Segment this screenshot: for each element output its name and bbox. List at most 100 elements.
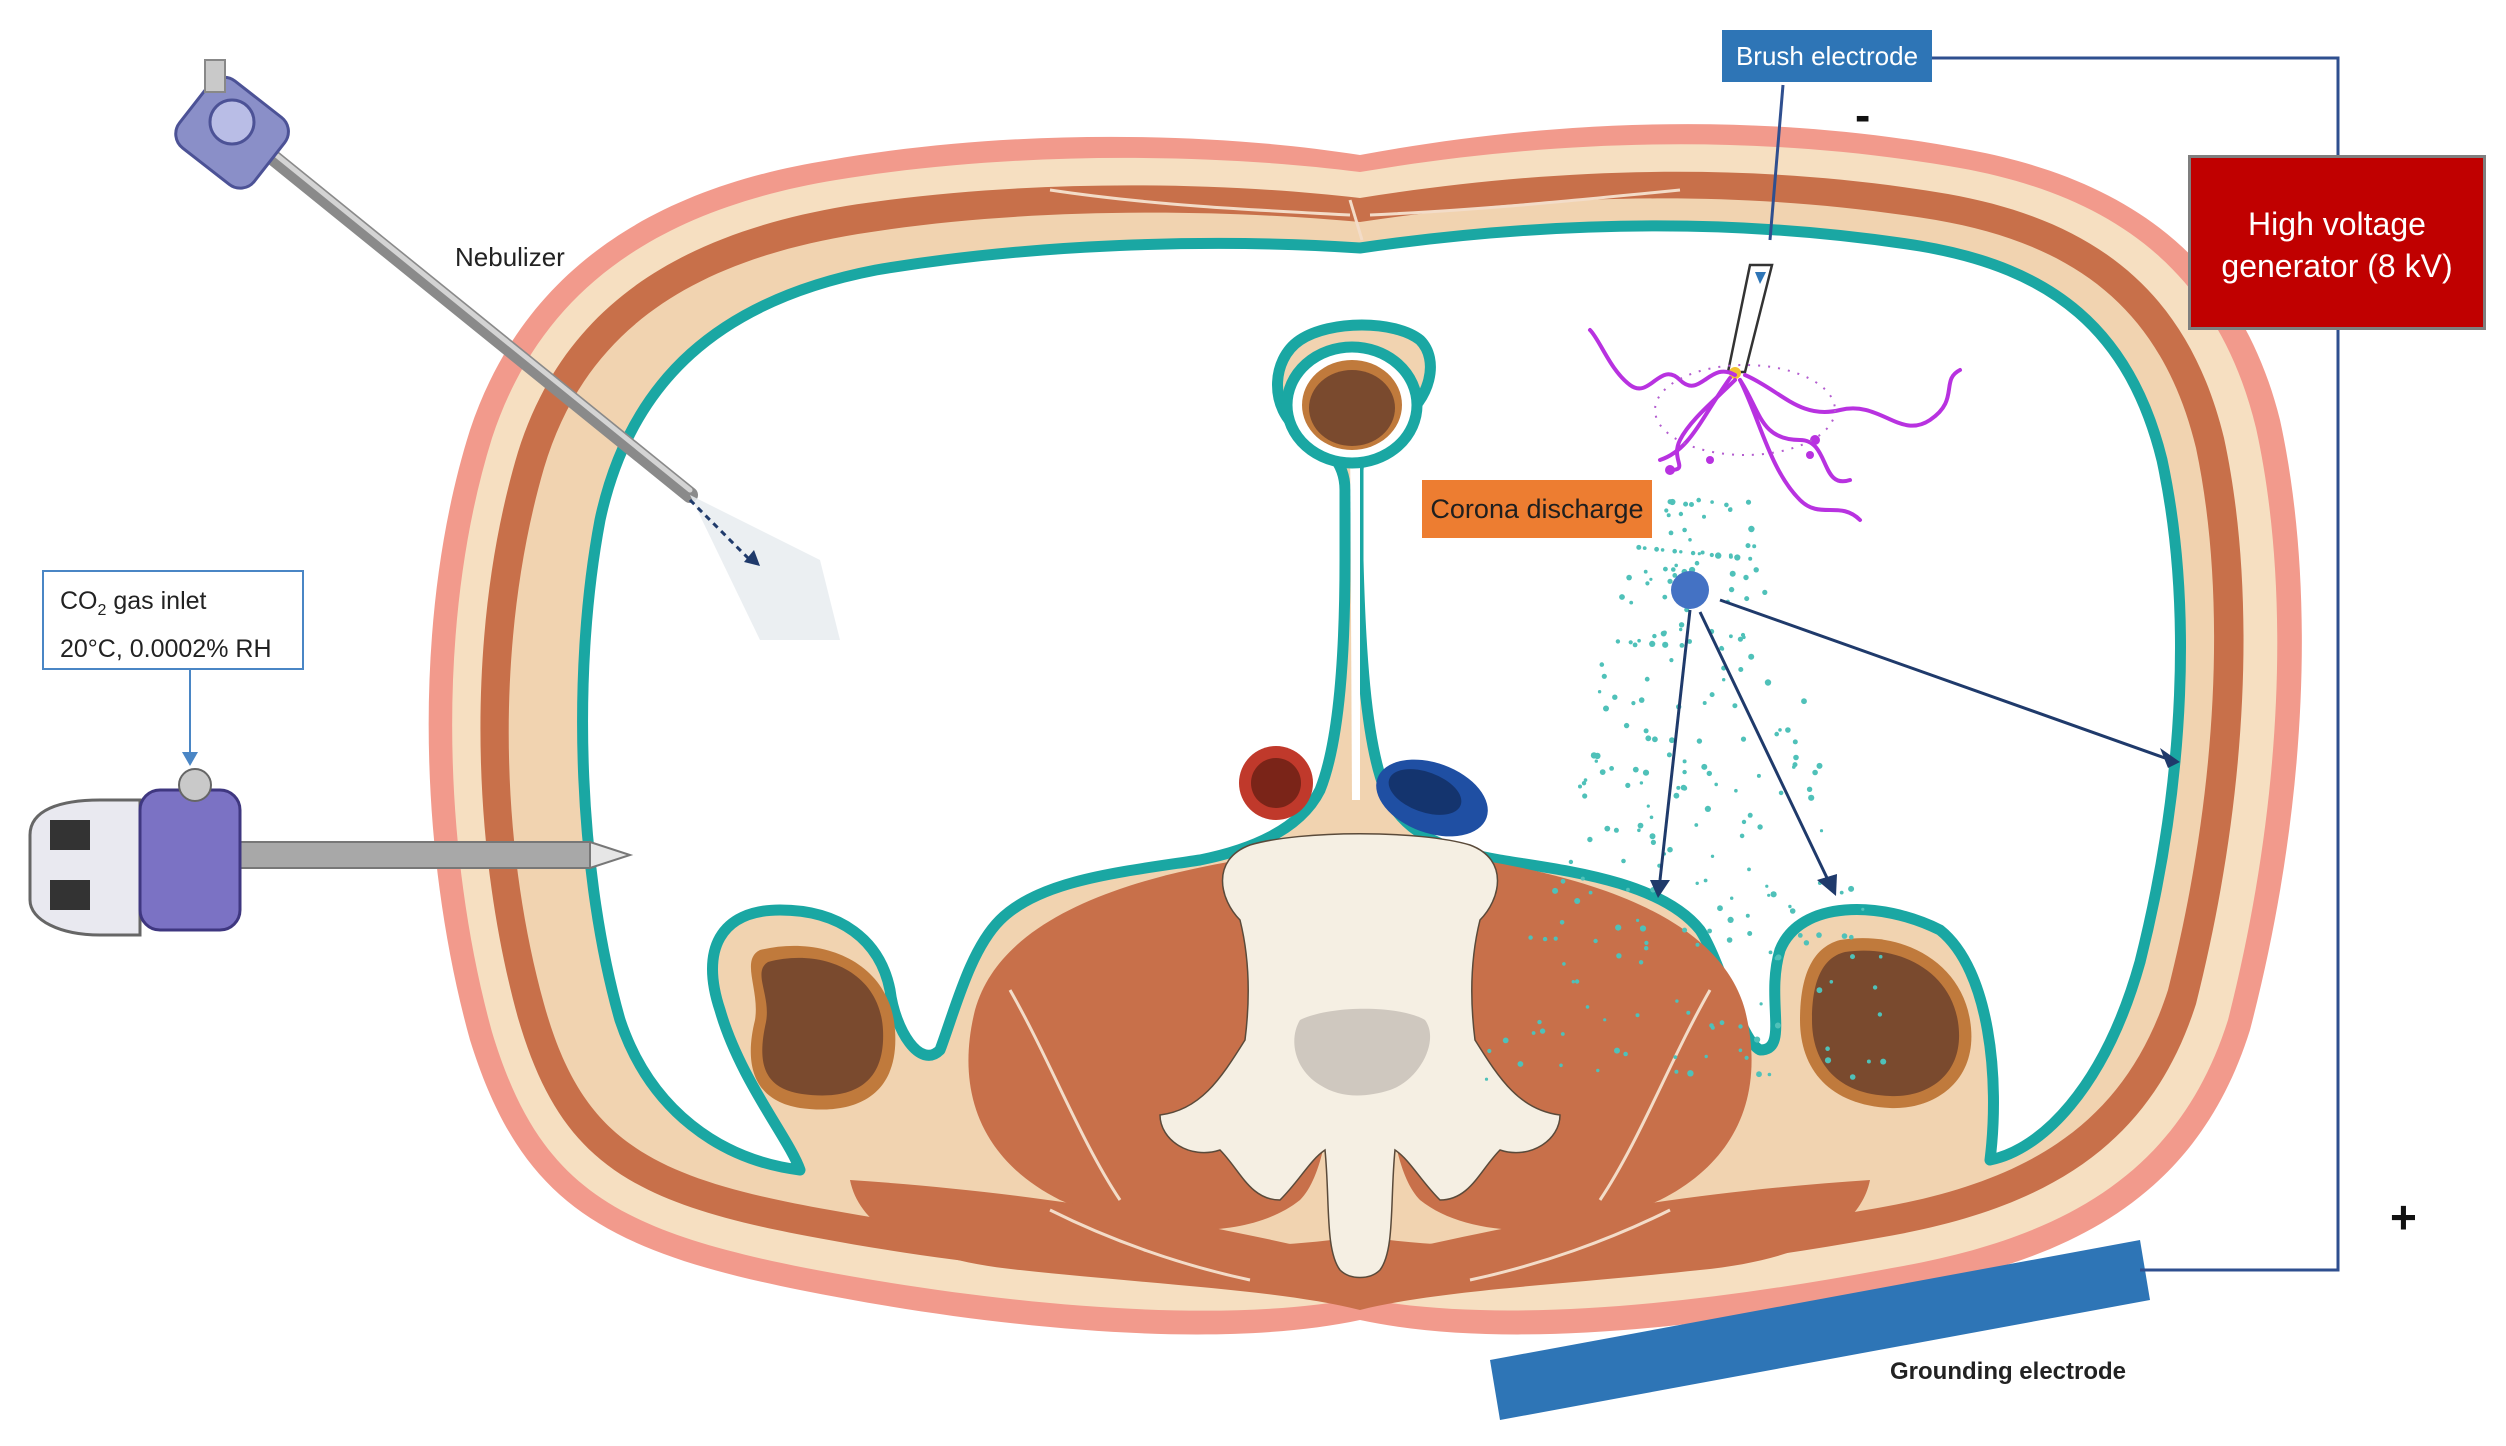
droplet [1649,577,1653,581]
droplet [1839,890,1844,895]
co2-subscript: 2 [97,602,107,619]
droplet [1649,833,1656,840]
droplet [1644,676,1650,682]
droplet [1666,513,1671,518]
droplet [1652,633,1657,639]
sparkle [1706,456,1714,464]
droplet [1616,953,1622,959]
trajectory-arrow [1719,598,2166,760]
circuit-wires [1768,56,2340,1272]
droplet [1614,1047,1620,1054]
droplet [1638,697,1645,703]
droplet [1588,890,1593,895]
droplet [1819,829,1824,833]
droplet [1645,581,1650,586]
plasma-streamer [1738,378,1862,522]
droplet [1615,924,1622,931]
droplet [1710,854,1715,858]
brush-electrode-probe [1726,263,1774,379]
corona-sparkles [1665,435,1820,475]
droplet [1560,878,1566,884]
grounding-electrode-label: Grounding electrode [1890,1358,2127,1385]
droplet [1649,815,1654,820]
kidney-right [1800,938,1972,1109]
droplet [1704,1054,1708,1059]
aorta-inner [1251,758,1301,808]
droplet [1748,556,1753,561]
droplet [1568,859,1574,865]
droplet [1612,694,1618,700]
droplet [1542,936,1548,942]
droplet [1682,769,1687,775]
co2-gas-inlet-box: CO2 gas inlet 20°C, 0.0002% RH [42,570,304,670]
droplet [1662,641,1669,648]
droplet [1785,727,1791,733]
spinal-canal [1294,1008,1431,1096]
droplet [1559,1063,1563,1068]
droplet [1789,908,1796,914]
droplet [1666,752,1672,758]
droplet [1621,858,1626,864]
droplet [1849,1074,1856,1080]
droplet [1745,913,1750,918]
droplet [1487,1048,1492,1054]
trajectory-arrow [1698,611,1830,881]
droplet [1694,823,1699,827]
droplet [1643,728,1649,734]
co2-formula: CO [60,587,98,615]
droplet [1729,570,1736,577]
droplet [1878,954,1883,959]
droplet [1682,785,1688,791]
droplet [1872,985,1878,990]
droplet [1671,567,1676,572]
muscle-line [1049,188,1351,217]
arrowhead [1650,880,1670,898]
droplet [1816,932,1822,938]
droplet [1590,752,1598,759]
droplet [1701,763,1708,770]
droplet [1729,634,1733,639]
arrowhead [1817,874,1837,896]
droplet [1660,548,1665,552]
trocar-valve-body [138,788,242,932]
droplet [1599,769,1606,775]
droplet [1748,653,1755,660]
droplet [1593,938,1598,944]
nebulizer-port [204,59,226,93]
droplet [1714,782,1718,787]
droplet [1778,790,1784,796]
droplet [1703,878,1708,883]
co2-trocar-device [28,670,634,937]
droplet [1739,833,1745,839]
droplet [1675,999,1679,1003]
droplet [1649,640,1656,648]
droplet [1792,765,1796,769]
droplet [1757,824,1763,830]
droplet [1745,543,1751,549]
droplet [1724,502,1729,508]
droplet [1528,935,1533,940]
droplet [1687,1070,1694,1077]
sparkle [1806,451,1814,459]
droplet [1696,738,1703,744]
aorta [1239,746,1313,820]
trocar-tip [589,840,634,870]
droplet [1738,1048,1743,1053]
droplet [1743,574,1749,581]
droplet [1759,1002,1763,1006]
droplet [1662,630,1667,635]
vertebra [1159,833,1561,1279]
droplet [1625,782,1631,789]
droplet [1559,920,1565,925]
droplet [1682,927,1688,933]
droplet [1619,594,1625,600]
droplet [1581,781,1587,786]
droplet [1667,846,1673,853]
droplet [1727,916,1734,924]
nebulizer-shaft-highlight [267,147,693,493]
droplet [1734,788,1738,793]
droplet [1806,786,1813,792]
nebulizer-spray [690,495,840,640]
droplet [1623,722,1630,729]
droplet [1729,507,1733,511]
